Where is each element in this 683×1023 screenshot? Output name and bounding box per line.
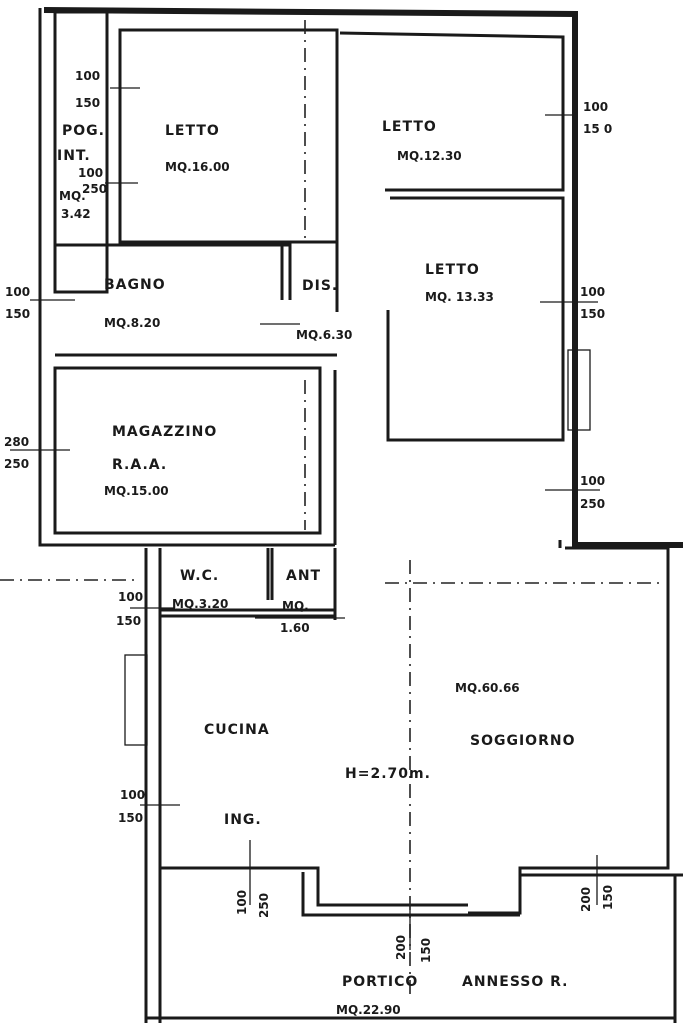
window-h: 150 xyxy=(75,96,100,110)
window-h: 250 xyxy=(257,893,271,918)
window-w: 100 xyxy=(118,590,143,604)
soggiorno-name: SOGGIORNO xyxy=(470,733,575,749)
chimney-right xyxy=(567,349,591,431)
window-h: 250 xyxy=(4,457,29,471)
soggiorno-room xyxy=(468,540,670,915)
pog-int-area: 3.42 xyxy=(61,207,91,221)
letto3-room xyxy=(386,196,565,442)
walls xyxy=(38,7,683,1023)
cucina-name: CUCINA xyxy=(204,722,270,738)
dimension-ticks xyxy=(10,87,600,950)
letto2-room xyxy=(339,31,565,192)
window-h: 250 xyxy=(580,497,605,511)
ant-area-label: MQ. xyxy=(282,599,309,613)
magazzino-room xyxy=(53,366,322,535)
soggiorno-area: MQ.60.66 xyxy=(455,681,520,695)
bagno-room xyxy=(55,243,337,357)
window-w: 100 xyxy=(78,166,103,180)
window-dimensions: 100 150 100 250 100 15 0 100 150 100 150… xyxy=(4,69,615,963)
window-w: 100 xyxy=(583,100,608,114)
wc-name: W.C. xyxy=(180,568,219,584)
letto1-name: LETTO xyxy=(165,123,220,139)
window-h: 15 0 xyxy=(583,122,612,136)
window-w: 100 xyxy=(5,285,30,299)
window-h: 250 xyxy=(82,182,107,196)
window-h: 150 xyxy=(580,307,605,321)
dis-area: MQ.6.30 xyxy=(296,328,352,342)
room-labels: POG. INT. MQ. 3.42 LETTO MQ.16.00 LETTO … xyxy=(57,119,575,1017)
wc-area: MQ.3.20 xyxy=(172,597,228,611)
window-h: 150 xyxy=(5,307,30,321)
window-w: 200 xyxy=(394,935,408,960)
letto3-name: LETTO xyxy=(425,262,480,278)
window-w: 100 xyxy=(580,285,605,299)
letto1-area: MQ.16.00 xyxy=(165,160,230,174)
window-h: 150 xyxy=(116,614,141,628)
magazzino-name: MAGAZZINO xyxy=(112,424,217,440)
window-h: 150 xyxy=(601,885,615,910)
window-w: 280 xyxy=(4,435,29,449)
letto3-area: MQ. 13.33 xyxy=(425,290,494,304)
window-w: 100 xyxy=(75,69,100,83)
portico-area: MQ.22.90 xyxy=(336,1003,401,1017)
bagno-area: MQ.8.20 xyxy=(104,316,160,330)
letto2-name: LETTO xyxy=(382,119,437,135)
pog-int-area-label: MQ. xyxy=(59,189,86,203)
pog-int-name2: INT. xyxy=(57,148,91,164)
ant-name: ANT xyxy=(286,568,321,584)
window-h: 150 xyxy=(118,811,143,825)
letto2-area: MQ.12.30 xyxy=(397,149,462,163)
window-w: 200 xyxy=(579,887,593,912)
portico-name: PORTICO xyxy=(342,974,418,990)
chimney-left xyxy=(124,654,148,746)
ceiling-height: H=2.70m. xyxy=(345,766,431,782)
portico-annex: ANNESSO R. xyxy=(462,974,569,990)
cucina-sub: ING. xyxy=(224,812,262,828)
magazzino-area: MQ.15.00 xyxy=(104,484,169,498)
bagno-name: BAGNO xyxy=(104,277,166,293)
window-w: 100 xyxy=(580,474,605,488)
pog-int-name: POG. xyxy=(62,123,105,139)
pog-int-room xyxy=(53,10,109,294)
ant-area: 1.60 xyxy=(280,621,310,635)
dis-name: DIS. xyxy=(302,278,338,294)
magazzino-sub: R.A.A. xyxy=(112,457,167,473)
window-h: 150 xyxy=(419,938,433,963)
window-w: 100 xyxy=(235,890,249,915)
window-w: 100 xyxy=(120,788,145,802)
wc-ant-rooms xyxy=(144,548,337,1023)
